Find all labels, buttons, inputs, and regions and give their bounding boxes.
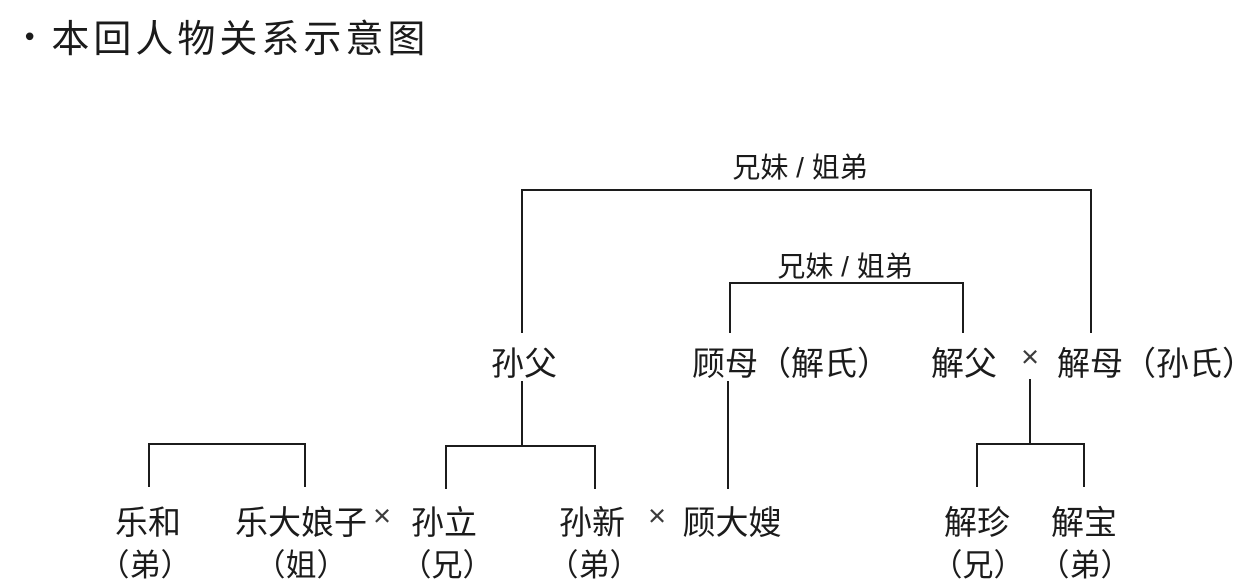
marriage-symbol-sunli-couple: × xyxy=(372,498,392,533)
sun-children-bracket-right-leg xyxy=(594,445,596,489)
node-sun-li: 孙立 xyxy=(411,504,477,541)
yue-siblings-bracket-left-leg xyxy=(148,443,150,487)
outer-bracket-top-line xyxy=(521,189,1092,191)
xie-children-bracket-left-leg xyxy=(976,443,978,487)
sun-father-stem xyxy=(521,381,523,445)
sibling-label-outer: 兄妹 / 姐弟 xyxy=(732,152,868,183)
marriage-symbol-sunxin-couple: × xyxy=(647,498,667,533)
bullet-icon: • xyxy=(22,23,38,53)
page-title-text: 本回人物关系示意图 xyxy=(51,17,430,61)
sibling-label-inner: 兄妹 / 姐弟 xyxy=(777,251,913,282)
outer-bracket-right-leg xyxy=(1090,189,1092,333)
role-xie-zhen: （兄） xyxy=(931,548,1025,583)
yue-siblings-bracket-right-leg xyxy=(304,443,306,487)
node-sun-xin: 孙新 xyxy=(559,504,625,541)
sun-children-bracket-left-leg xyxy=(445,445,447,489)
outer-bracket-left-leg xyxy=(521,189,523,333)
node-xie-bao: 解宝 xyxy=(1051,504,1117,541)
node-yue-he: 乐和 xyxy=(115,504,181,541)
sun-children-bracket-top-line xyxy=(445,445,596,447)
role-yue-daniangzi: （姐） xyxy=(254,548,348,583)
role-xie-bao: （弟） xyxy=(1038,548,1132,583)
marriage-symbol-xie-couple: × xyxy=(1020,339,1040,374)
role-sun-xin: （弟） xyxy=(547,548,641,583)
role-yue-he: （弟） xyxy=(98,548,192,583)
node-yue-daniangzi: 乐大娘子 xyxy=(235,504,367,541)
xie-children-bracket-right-leg xyxy=(1083,443,1085,487)
yue-siblings-bracket-top-line xyxy=(148,443,306,445)
inner-bracket-right-leg xyxy=(962,282,964,333)
node-gu-dasao: 顾大嫂 xyxy=(682,504,782,541)
node-xie-zhen: 解珍 xyxy=(944,504,1010,541)
node-xie-mother: 解母（孙氏） xyxy=(1057,345,1250,382)
page-title: • 本回人物关系示意图 xyxy=(22,8,429,63)
node-gu-mother: 顾母（解氏） xyxy=(692,345,890,382)
node-xie-father: 解父 xyxy=(931,345,997,382)
node-sun-father: 孙父 xyxy=(491,345,557,382)
xie-couple-stem xyxy=(1029,379,1031,443)
role-sun-li: （兄） xyxy=(400,548,494,583)
inner-bracket-left-leg xyxy=(729,282,731,333)
xie-children-bracket-top-line xyxy=(976,443,1085,445)
gu-mother-stem xyxy=(727,381,729,489)
inner-bracket-top-line xyxy=(729,282,964,284)
